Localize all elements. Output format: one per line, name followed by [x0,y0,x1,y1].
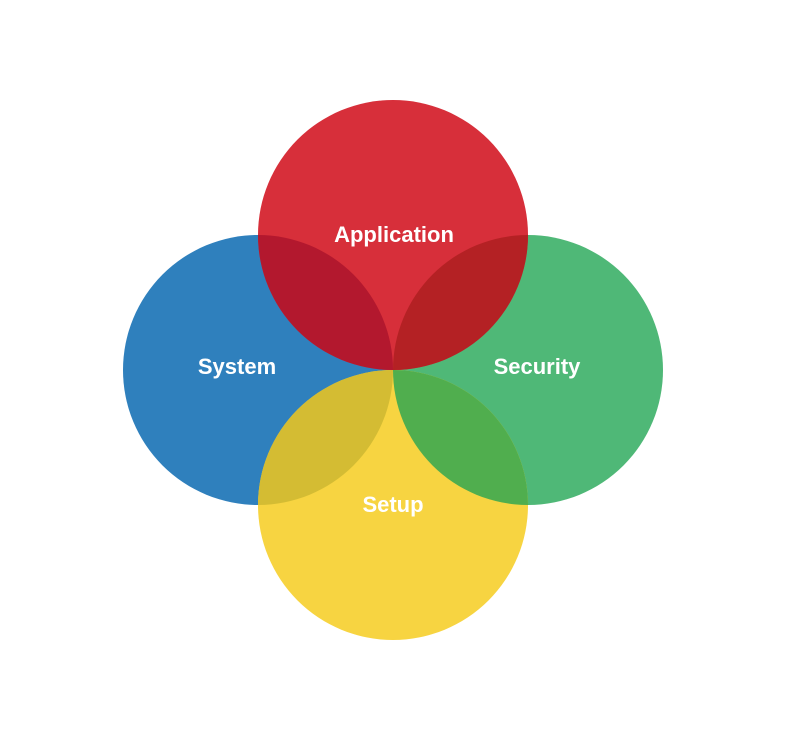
label-application: Application [334,222,454,247]
label-security: Security [494,354,582,379]
overlap-security-setup [393,370,528,505]
overlap-system-setup [258,370,393,505]
label-setup: Setup [362,492,423,517]
overlap-application-system [258,235,393,370]
overlap-application-security [393,235,528,370]
label-system: System [198,354,276,379]
